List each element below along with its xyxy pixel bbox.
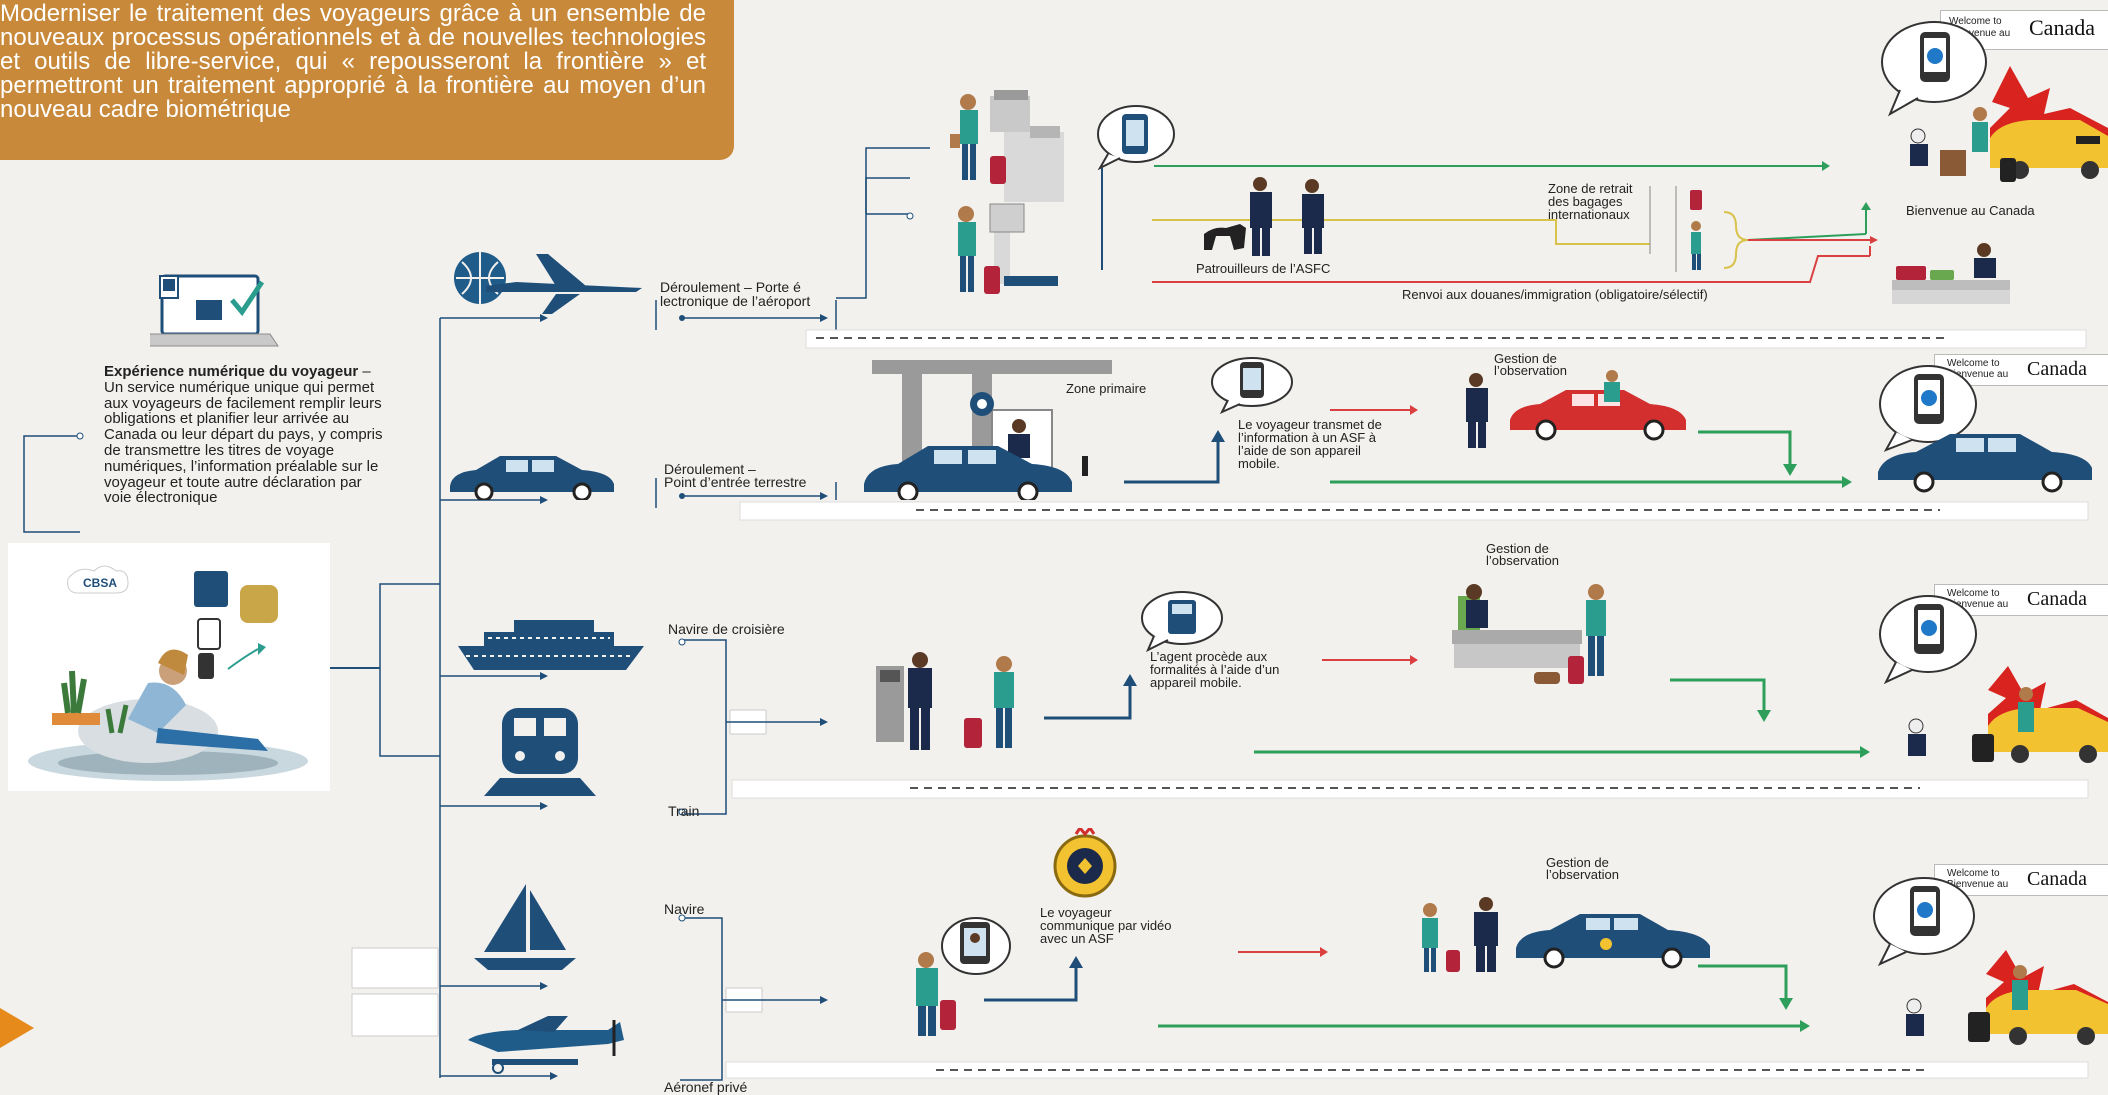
welcome-sign-3-brand: Canada [2027,588,2087,610]
arrival-scene-4 [1873,877,2108,1045]
primary-zone-label: Zone primaire [1066,381,1147,396]
sailboat-icon [474,884,576,970]
mobile-terminal-bubble-icon [1141,591,1223,652]
cruise-obs-1: Gestion de [1486,541,1549,556]
land-obs-1: Gestion de [1494,351,1557,366]
welcome-sign-2-line1: Welcome to [1947,358,2000,369]
land-transmit-3: l’aide de son appareil [1238,443,1361,458]
digital-experience-body: – Un service numérique unique qui permet… [104,363,383,507]
welcome-sign-1-line1: Welcome to [1949,16,2002,27]
ship-icon [458,620,644,670]
referral-label: Renvoi aux douanes/immigration (obligato… [1402,287,1708,302]
welcome-sign-3-line2: Bienvenue au [1947,599,2009,610]
arrival-scene-3 [1879,595,2108,763]
baggage-label-1: Zone de retrait [1548,181,1633,196]
plane-globe-icon [454,252,642,314]
baggage-label-2: des bagages [1548,194,1623,209]
customs-desk-illustration [1892,243,2010,304]
taxi-icon [1990,120,2108,168]
arrival-scene-2 [1878,365,2092,493]
welcome-sign-3: Welcome to Bienvenue au Canada [1934,584,2108,616]
header-text: Moderniser le traitement des voyageurs g… [0,0,706,123]
welcome-label: Bienvenue au Canada [1906,203,2035,218]
digital-experience-description: Expérience numérique du voyageur – Un se… [104,364,384,506]
patrol-label: Patrouilleurs de l’ASFC [1196,261,1331,276]
mobile-agent-illustration [876,652,1014,750]
arrival-car-icon [1878,434,2092,480]
air-flow-label-2: lectronique de l’aéroport [660,293,811,309]
land-obs-2: l’observation [1494,363,1567,378]
cbsa-label: CBSA [83,576,117,590]
seaplane-icon [468,1016,624,1074]
laptop-icon [150,274,279,347]
play-arrow-icon[interactable] [0,1008,36,1048]
welcome-sign-2-line2: Bienvenue au [1947,369,2009,380]
car-icon [450,456,614,500]
land-transmit-4: mobile. [1238,456,1280,471]
train-icon [484,708,596,796]
land-flow-label-1: Déroulement – [664,461,756,477]
welcome-sign-2-brand: Canada [2027,358,2087,380]
cruise-obs-2: l’observation [1486,553,1559,568]
egate-travelers-illustration [950,90,1064,294]
traveler-at-home-illustration: CBSA [28,565,308,781]
agent-text-2: formalités à l’aide d’un [1150,662,1280,677]
agent-text-1: L’agent procède aux [1150,649,1268,664]
baggage-label-3: internationaux [1548,207,1630,222]
welcome-sign-1-line2: Bienvenue au [1949,28,2011,39]
vessel-obs-1: Gestion de [1546,855,1609,870]
land-phone-bubble-icon [1211,357,1293,414]
land-transmit-2: l’information à un ASF à [1238,430,1377,445]
phone-bubble-icon [1097,105,1175,170]
patrol-car-illustration [1422,897,1710,972]
secondary-desk-illustration [1452,584,1606,684]
header-banner [0,0,734,160]
welcome-sign-1-brand: Canada [2029,15,2095,40]
digital-experience-title: Expérience numérique du voyageur [104,363,359,380]
baggage-figures [1690,190,1702,270]
welcome-sign-4: Welcome to Bienvenue au Canada [1934,864,2108,896]
welcome-sign-3-line1: Welcome to [1947,588,2000,599]
secondary-red-car-illustration [1466,370,1686,448]
land-flow-label-2: Point d’entrée terrestre [664,474,807,490]
welcome-sign-4-line2: Bienvenue au [1947,879,2009,890]
welcome-sign-4-brand: Canada [2027,868,2087,890]
train-label: Train [668,803,700,819]
cbsa-badge-icon: CBSA [67,565,129,594]
arrival-scene-1 [1881,21,2108,182]
air-flow-label-1: Déroulement – Porte é [660,279,801,295]
cbsa-crest-icon [1053,828,1117,898]
welcome-sign-4-line1: Welcome to [1947,868,2000,879]
video-text-1: Le voyageur [1040,905,1112,920]
vessel-obs-2: l’observation [1546,867,1619,882]
vessel-label: Navire [664,901,705,917]
video-text-2: communique par vidéo [1040,918,1172,933]
cruise-label: Navire de croisière [668,621,785,637]
cbsa-patrol-illustration [1204,177,1324,256]
video-call-traveler-illustration [916,917,1011,1036]
booth-car-icon [864,446,1072,500]
land-transmit-1: Le voyageur transmet de [1238,417,1382,432]
private-aircraft-label: Aéronef privé [664,1079,748,1095]
video-text-3: avec un ASF [1040,931,1114,946]
agent-text-3: appareil mobile. [1150,675,1242,690]
